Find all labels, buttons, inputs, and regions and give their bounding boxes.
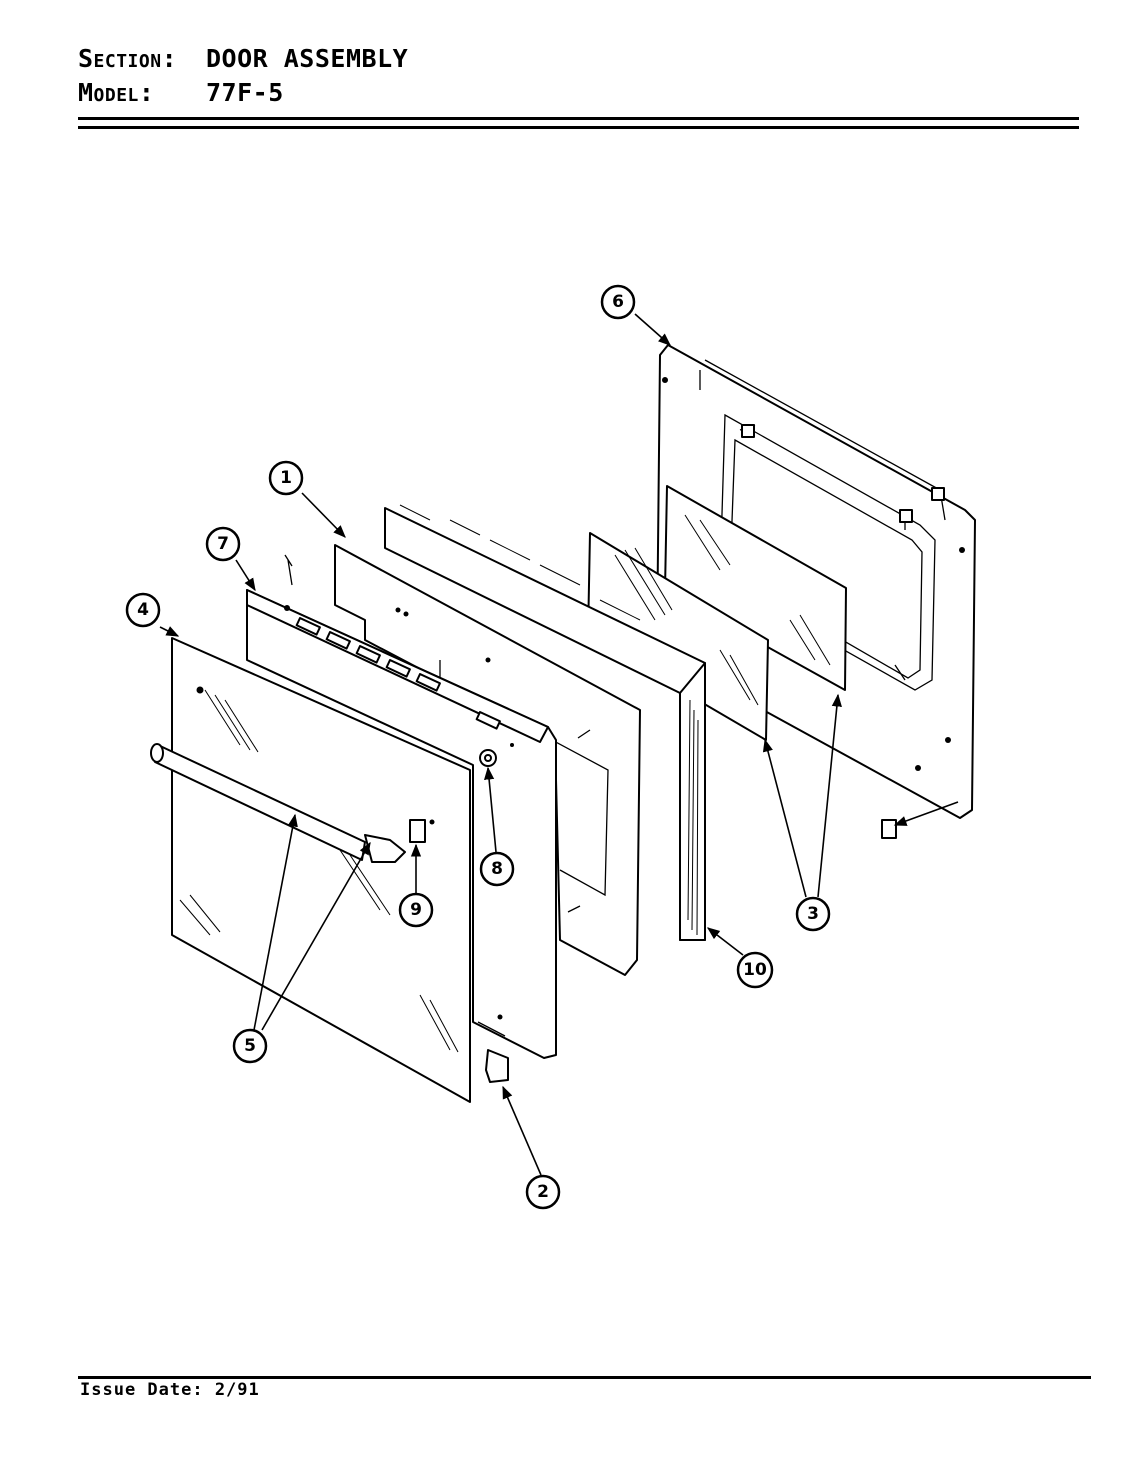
callout-3: 3 bbox=[795, 896, 831, 932]
callout-10-label: 10 bbox=[743, 960, 767, 980]
footer-rule bbox=[78, 1376, 1091, 1379]
section-line: Section: DOOR ASSEMBLY bbox=[78, 42, 408, 76]
callout-8: 8 bbox=[479, 851, 515, 887]
callout-9: 9 bbox=[398, 892, 434, 928]
handle-clip bbox=[409, 819, 435, 843]
screws bbox=[284, 554, 591, 913]
callout-3-label: 3 bbox=[807, 904, 819, 924]
callout-5-label: 5 bbox=[244, 1036, 256, 1056]
page-header: Section: DOOR ASSEMBLY Model: 77F-5 bbox=[78, 42, 408, 110]
insulation-liner bbox=[384, 504, 706, 941]
callout-4: 4 bbox=[125, 592, 161, 628]
callout-9-label: 9 bbox=[410, 900, 422, 920]
model-value: 77F-5 bbox=[206, 78, 284, 107]
callout-7: 7 bbox=[205, 526, 241, 562]
callout-2: 2 bbox=[525, 1174, 561, 1210]
callout-1: 1 bbox=[268, 460, 304, 496]
model-line: Model: 77F-5 bbox=[78, 76, 408, 110]
header-rule-bottom bbox=[78, 126, 1079, 129]
outer-door-panel bbox=[246, 589, 557, 1059]
section-label: Section: bbox=[78, 44, 178, 73]
model-label: Model: bbox=[78, 78, 155, 107]
inner-glass-panel-back bbox=[664, 485, 847, 691]
callout-6-label: 6 bbox=[612, 292, 624, 312]
hinge-bracket bbox=[477, 1021, 509, 1083]
door-handle bbox=[150, 743, 406, 863]
callout-5: 5 bbox=[232, 1028, 268, 1064]
callout-6: 6 bbox=[600, 284, 636, 320]
callout-7-label: 7 bbox=[217, 534, 229, 554]
callout-4-label: 4 bbox=[137, 600, 149, 620]
header-rule-top bbox=[78, 117, 1079, 120]
callout-8-label: 8 bbox=[491, 859, 503, 879]
callout-2-label: 2 bbox=[537, 1182, 549, 1202]
callout-10: 10 bbox=[736, 951, 774, 989]
section-value: DOOR ASSEMBLY bbox=[206, 44, 409, 73]
door-front-glass bbox=[171, 637, 471, 1103]
inner-baffle-panel bbox=[334, 544, 641, 976]
grommet bbox=[479, 743, 514, 767]
issue-date: Issue Date: 2/91 bbox=[80, 1380, 260, 1400]
callout-1-label: 1 bbox=[280, 468, 292, 488]
